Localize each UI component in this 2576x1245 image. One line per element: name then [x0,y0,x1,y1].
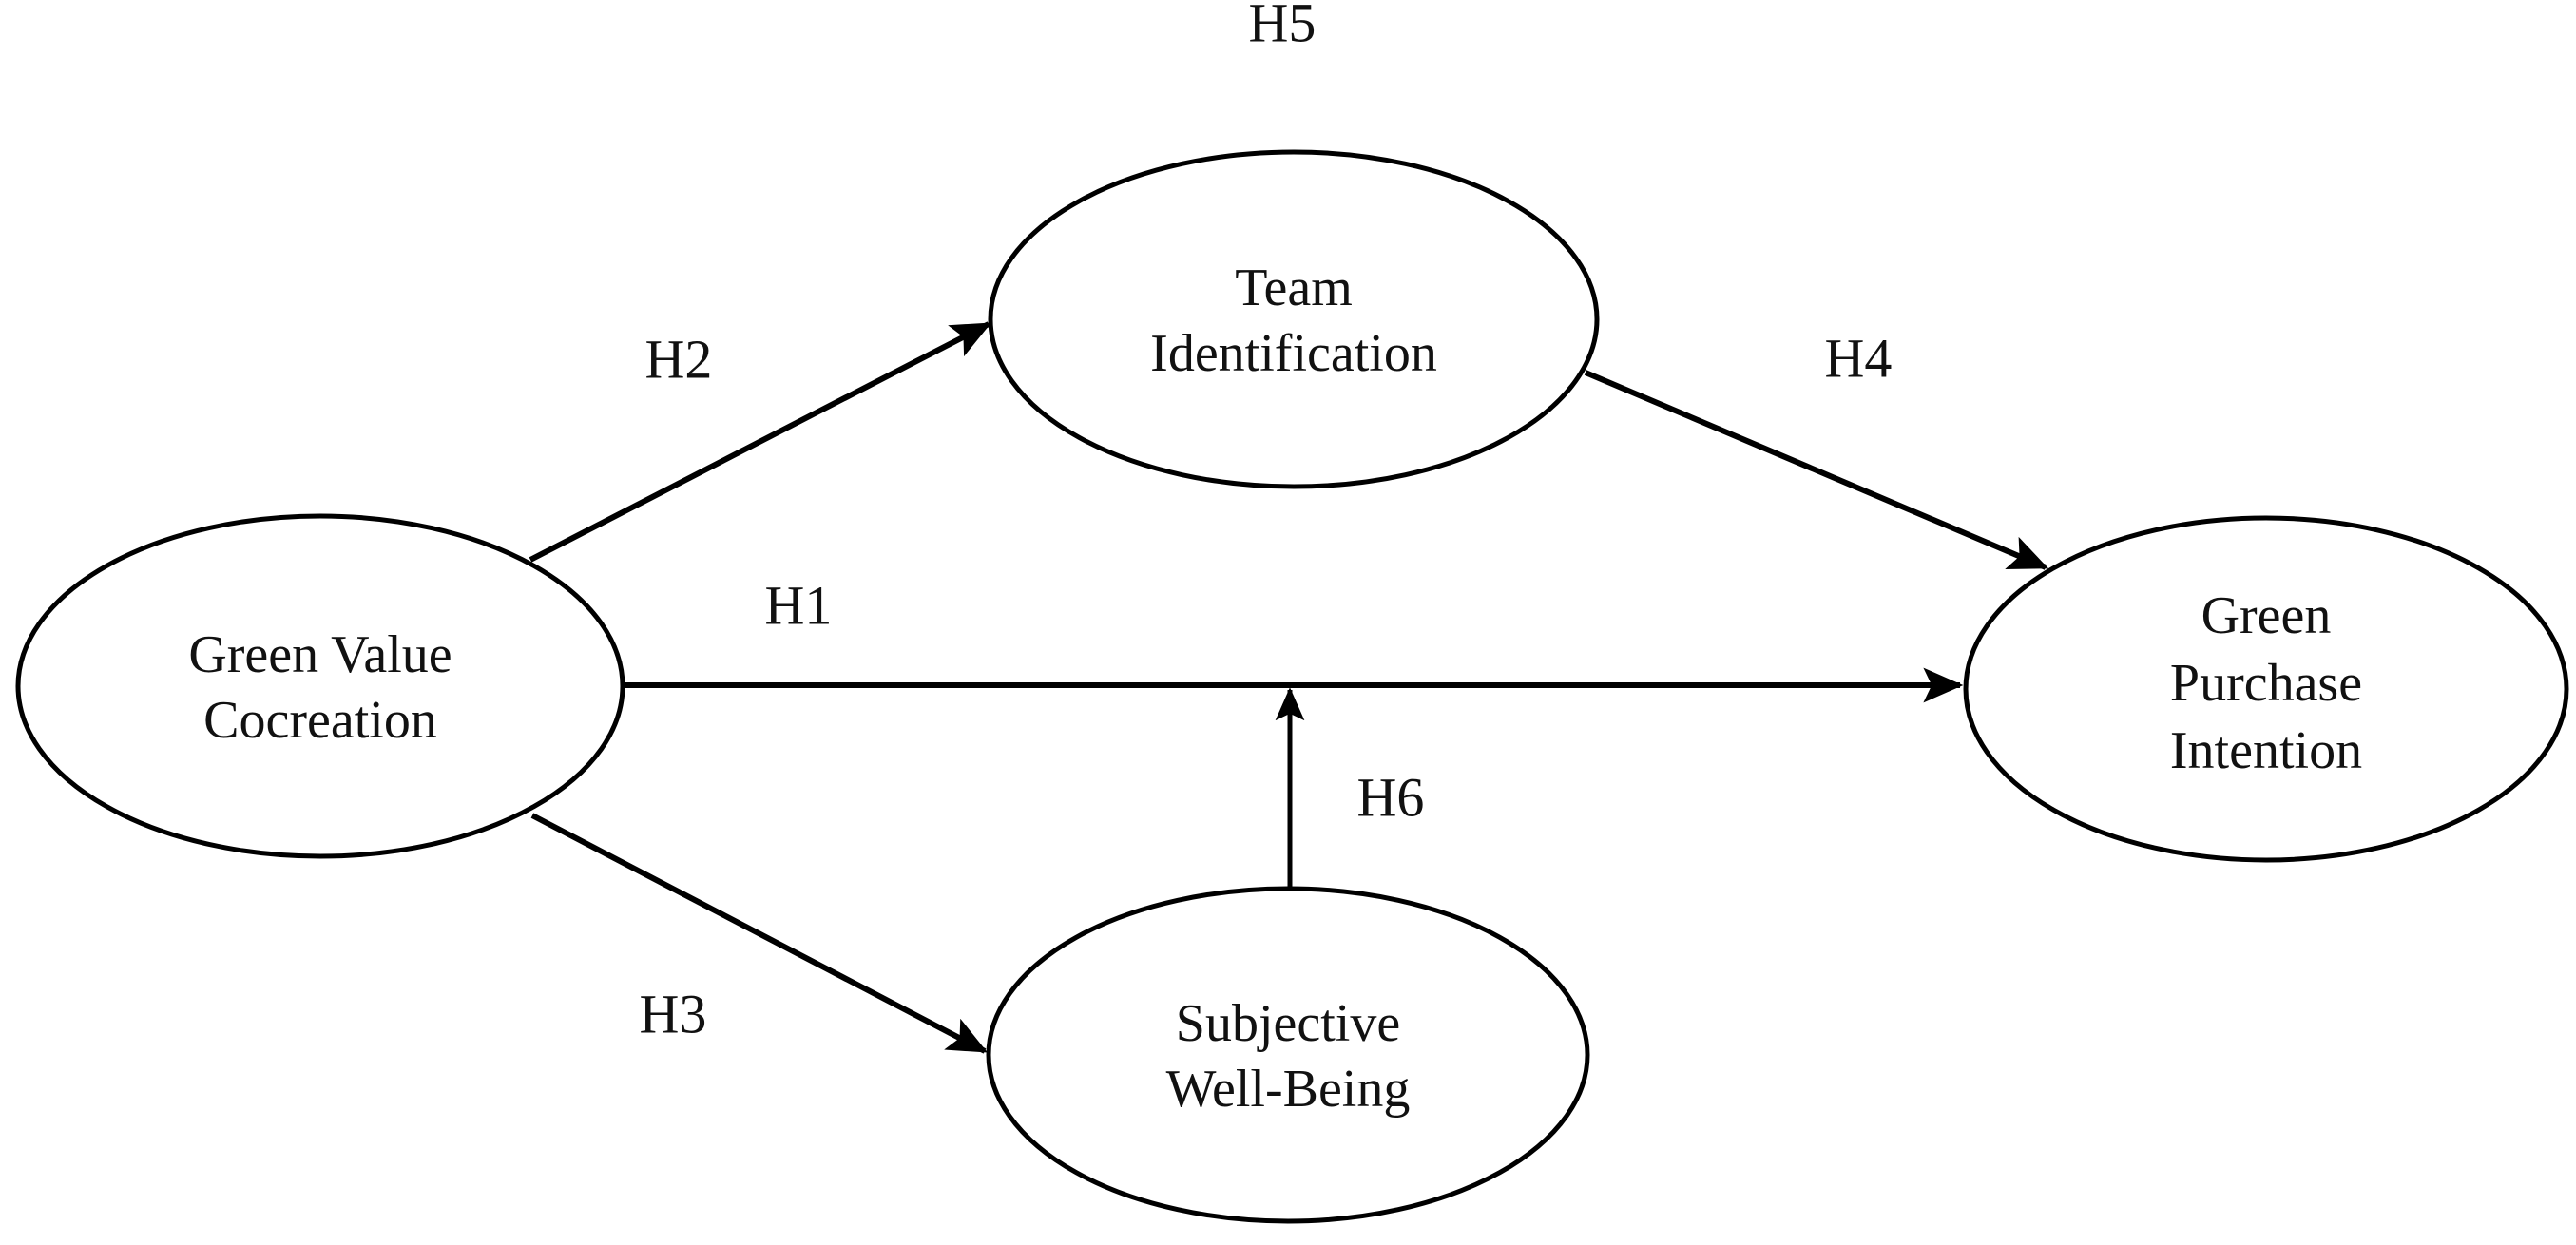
green-value-cocreation-label-line-2: Cocreation [203,691,437,750]
team-identification-label-line-1: Team [1235,259,1353,317]
edge-label-h4: H4 [1825,327,1893,389]
green-purchase-intention-label-line-1: Green [2201,586,2332,645]
green-value-cocreation-label-line-1: Green Value [188,625,452,684]
edge-label-h1: H1 [765,574,833,636]
team-identification-label-line-2: Identification [1150,324,1437,383]
green-purchase-intention-ellipse [1963,515,2569,863]
green-value-cocreation-ellipse [15,513,625,859]
edge-label-h5: H5 [1249,0,1317,53]
node-subjective-well-being[interactable]: Subjective Well-Being [986,886,1590,1224]
node-team-identification[interactable]: Team Identification [988,149,1600,489]
green-purchase-intention-label-line-3: Intention [2170,721,2362,780]
subjective-well-being-ellipse [986,886,1590,1224]
edge-label-h3: H3 [640,983,707,1044]
team-identification-ellipse [988,149,1600,489]
green-purchase-intention-label-line-2: Purchase [2170,654,2362,713]
edge-label-h6: H6 [1357,766,1425,828]
node-green-value-cocreation[interactable]: Green Value Cocreation [15,513,625,859]
subjective-well-being-label-line-2: Well-Being [1166,1060,1411,1119]
edge-h4-line [1584,370,2049,570]
subjective-well-being-label-line-1: Subjective [1176,994,1400,1053]
edge-h2-line [529,321,991,563]
edge-label-h2: H2 [645,328,713,390]
node-green-purchase-intention[interactable]: Green Purchase Intention [1963,515,2569,863]
edge-h3-line [530,813,988,1054]
